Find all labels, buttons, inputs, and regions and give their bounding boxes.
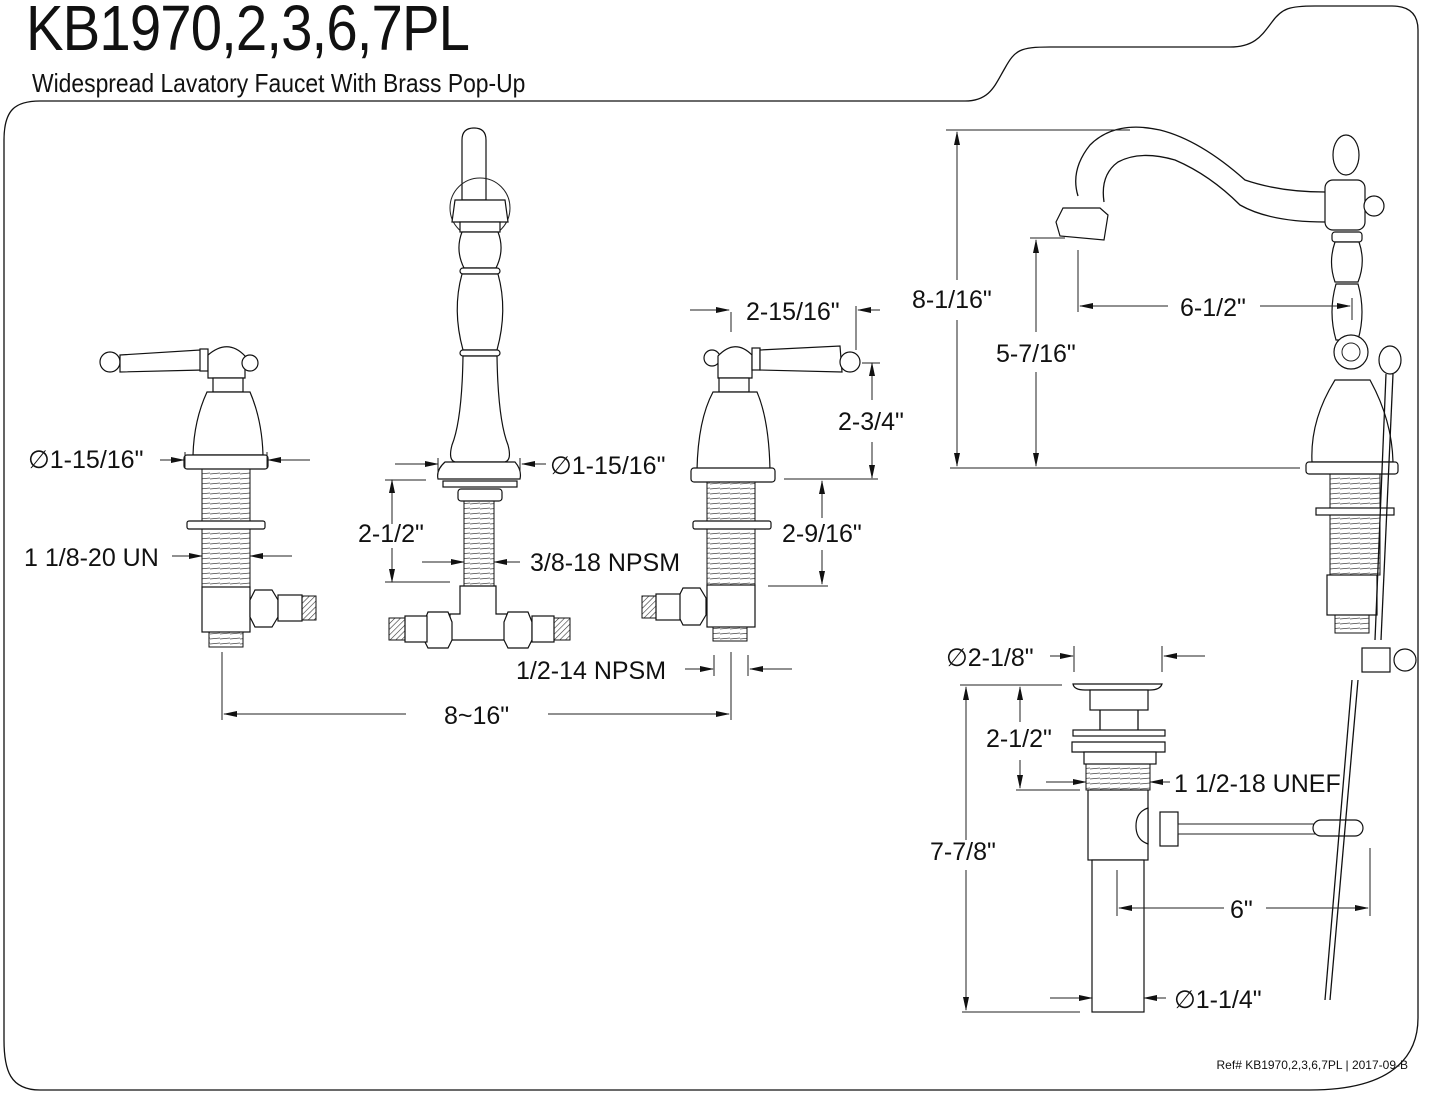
inlet-thread-label: 1/2-14 NPSM	[516, 657, 666, 685]
page-frame	[3, 5, 1419, 1091]
spout-clearance-label: 5-7/16"	[996, 340, 1076, 368]
spread-label: 8~16"	[444, 702, 509, 730]
page-subtitle: Widespread Lavatory Faucet With Brass Po…	[32, 68, 526, 98]
drain-flange-diameter-label: ∅2-1/8"	[946, 644, 1034, 672]
rod-length-label: 6"	[1230, 896, 1253, 924]
spout-front-view	[388, 127, 571, 649]
left-handle-valve	[99, 346, 317, 648]
pop-up-drain	[1071, 679, 1364, 1013]
tailpiece-diameter-label: ∅1-1/4"	[1174, 986, 1262, 1014]
left-shank-thread-label: 1 1/8-20 UN	[24, 544, 159, 572]
drain-body-length-label: 2-1/2"	[986, 725, 1052, 753]
spout-shank-length-label: 2-1/2"	[358, 520, 424, 548]
page-title: KB1970,2,3,6,7PL	[26, 0, 470, 64]
spout-escutcheon-diameter-label: ∅1-15/16"	[550, 452, 665, 480]
spout-reach-label: 6-1/2"	[1180, 294, 1246, 322]
drain-overall-length-label: 7-7/8"	[930, 838, 996, 866]
drain-thread-label: 1 1/2-18 UNEF	[1174, 770, 1341, 798]
overall-height-label: 8-1/16"	[912, 286, 992, 314]
reference-number: Ref# KB1970,2,3,6,7PL | 2017-09-B	[1217, 1058, 1408, 1072]
faucet-side-view	[1055, 126, 1417, 673]
spout-shank-thread-label: 3/8-18 NPSM	[530, 549, 680, 577]
left-escutcheon-diameter-label: ∅1-15/16"	[28, 446, 143, 474]
right-handle-valve	[641, 345, 861, 642]
handle-height-label: 2-3/4"	[838, 408, 904, 436]
handle-reach-label: 2-15/16"	[746, 298, 840, 326]
shank-length-label: 2-9/16"	[782, 520, 862, 548]
